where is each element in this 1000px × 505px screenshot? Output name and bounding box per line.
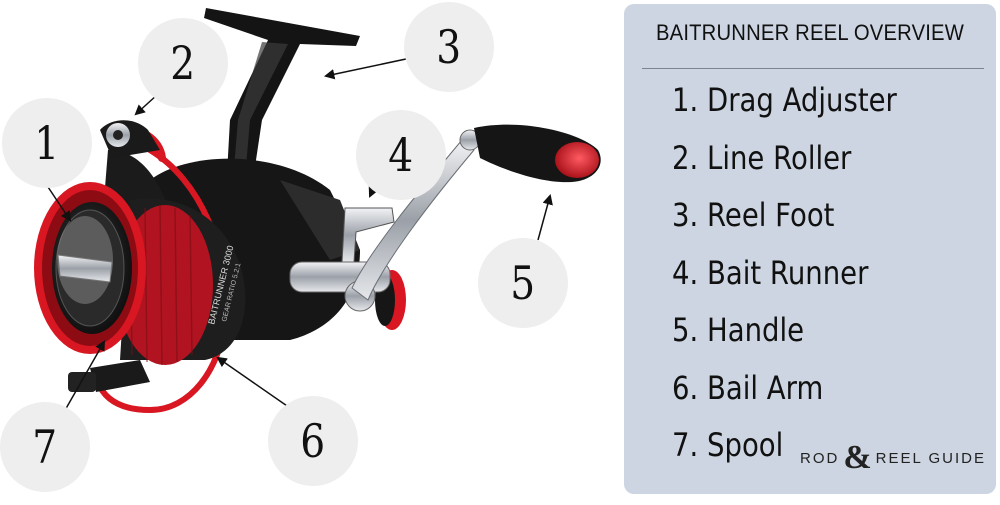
callout-3: 3 [404, 2, 494, 92]
brand-word-rod: ROD [800, 449, 840, 467]
brand-word-reel-guide: REEL GUIDE [875, 449, 986, 467]
list-item: 7. Spool [672, 426, 784, 464]
callout-1: 1 [2, 98, 92, 188]
list-item: 3. Reel Foot [672, 196, 835, 234]
list-item: 5. Handle [672, 311, 805, 349]
callout-5: 5 [478, 238, 568, 328]
callout-6: 6 [268, 396, 358, 486]
panel-divider [642, 68, 984, 69]
panel-title: BAITRUNNER REEL OVERVIEW [655, 20, 965, 45]
callout-7: 7 [0, 402, 90, 492]
handle-arm [351, 139, 475, 301]
reel-diagram: BAITRUNNER 3000 GEAR RATIO 5.2:1 1 2 3 4… [0, 2, 601, 492]
brand-logo: ROD & REEL GUIDE [800, 439, 986, 476]
overview-panel: BAITRUNNER REEL OVERVIEW 1. Drag Adjuste… [624, 4, 996, 494]
callout-2: 2 [138, 18, 228, 108]
list-item: 6. Bail Arm [672, 368, 824, 407]
callout-4: 4 [356, 110, 446, 200]
spinning-reel-illustration: BAITRUNNER 3000 GEAR RATIO 5.2:1 [34, 8, 601, 414]
parts-list: 1. Drag Adjuster 2. Line Roller 3. Reel … [672, 78, 933, 481]
list-item: 1. Drag Adjuster [672, 81, 897, 119]
list-item: 2. Line Roller [672, 138, 852, 177]
brand-ampersand: & [843, 439, 872, 476]
list-item: 4. Bait Runner [672, 253, 869, 292]
